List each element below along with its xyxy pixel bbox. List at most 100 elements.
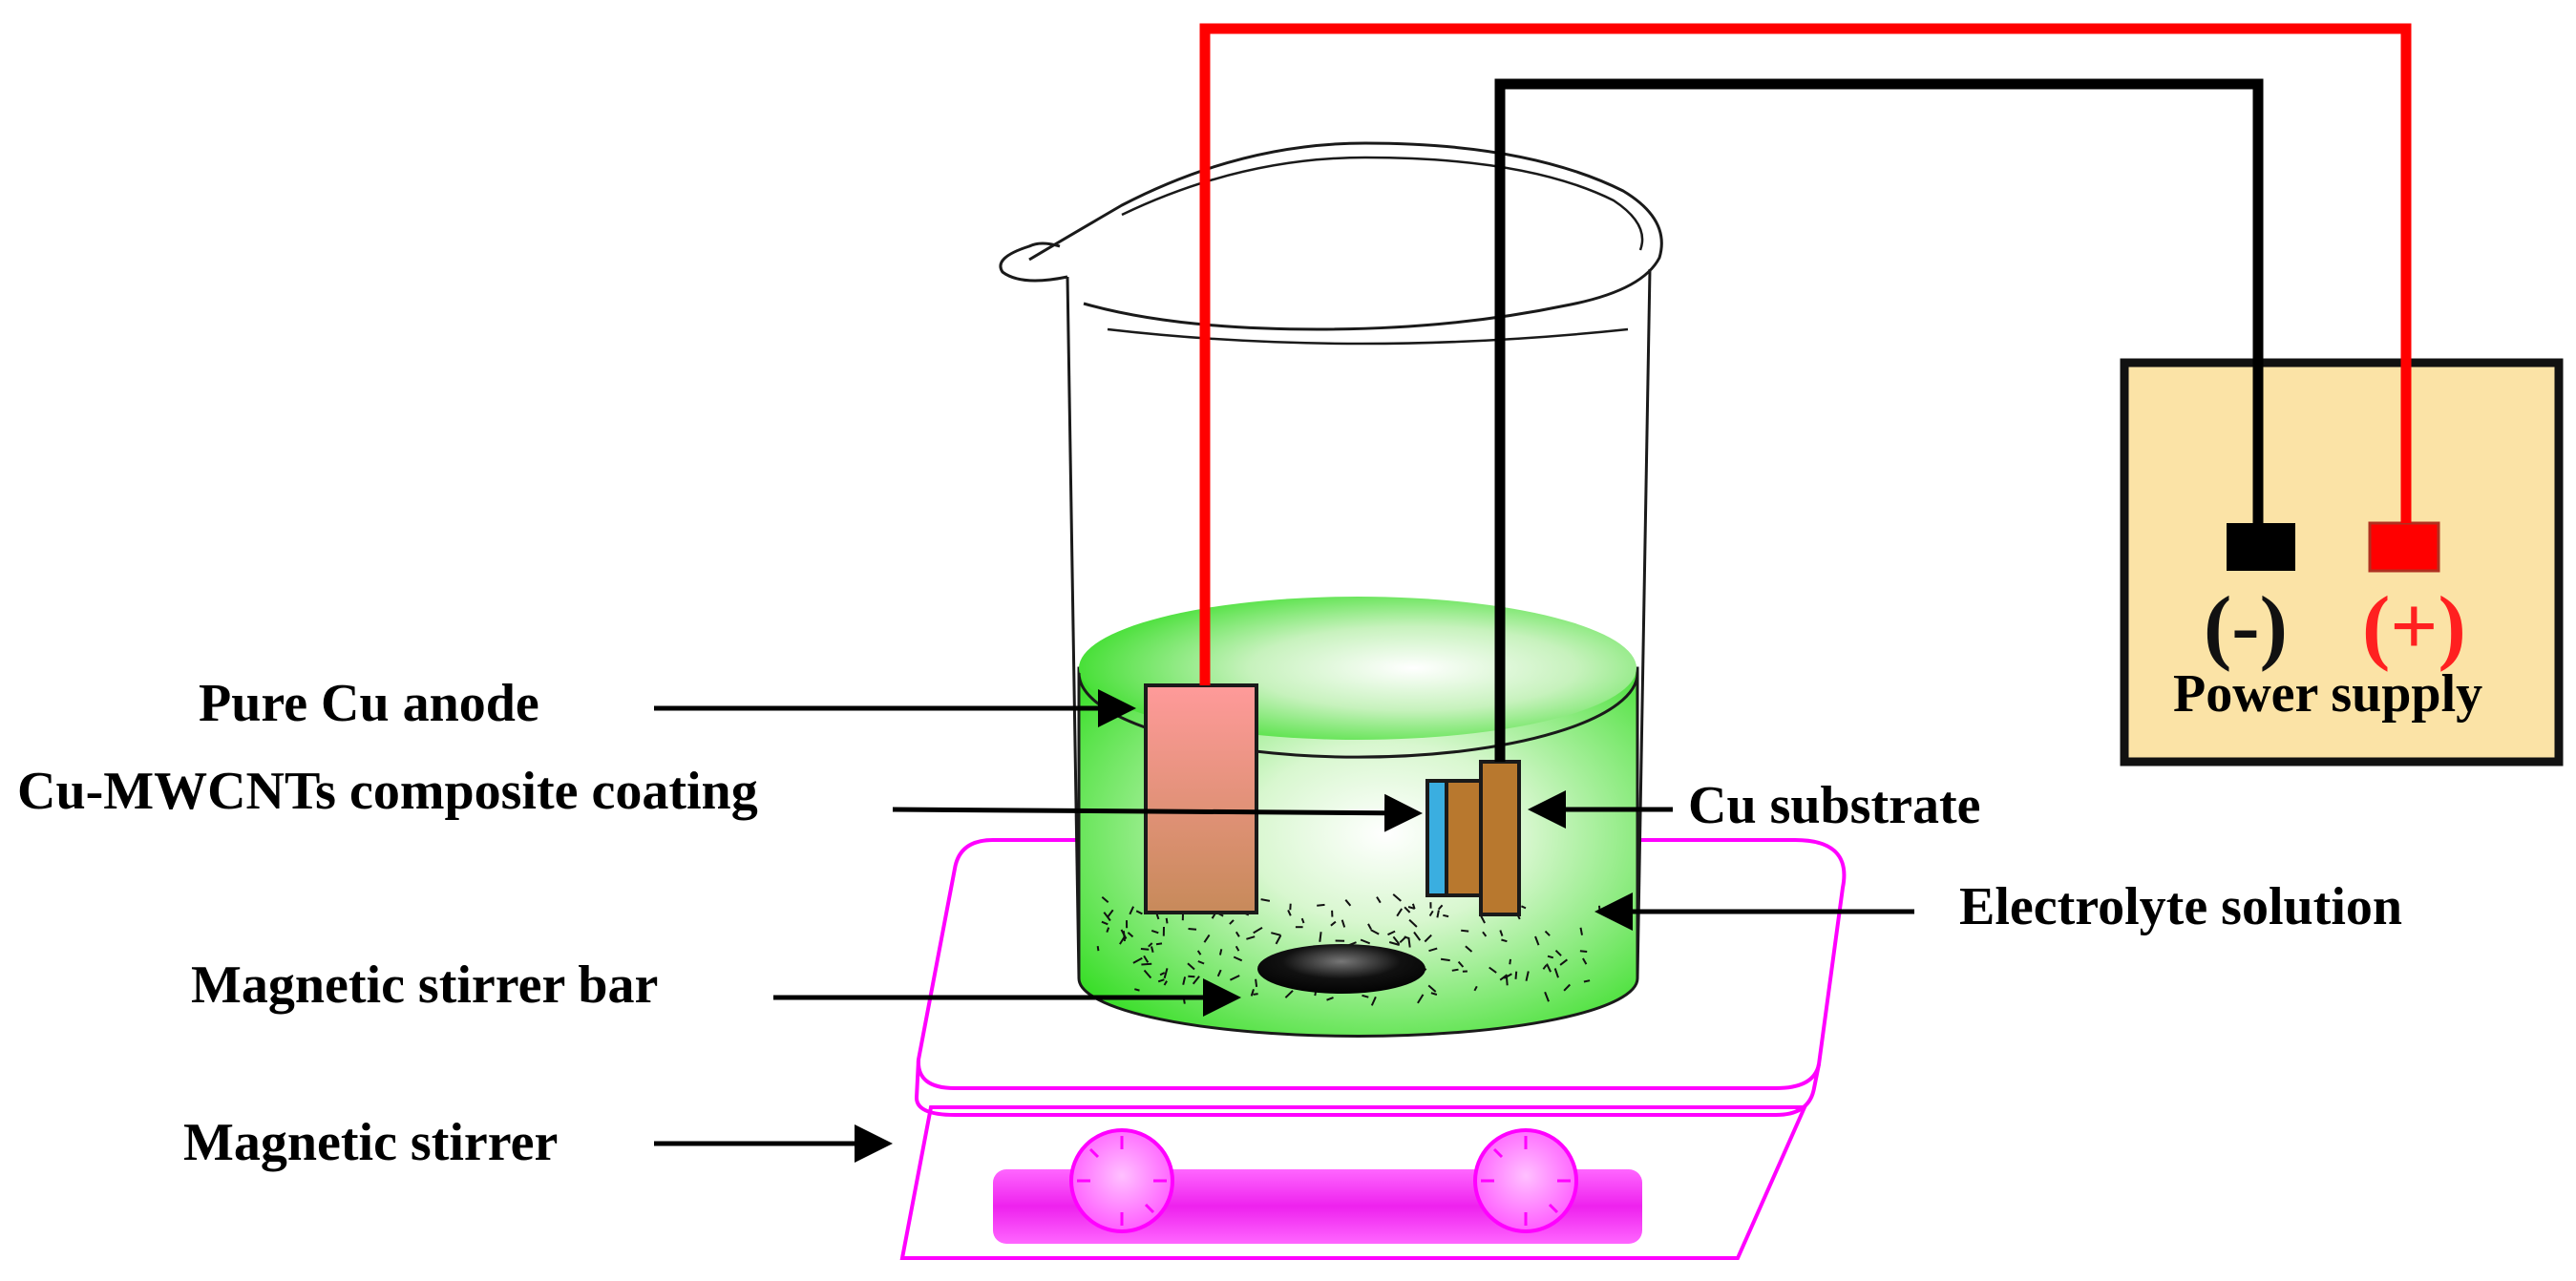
- mwcnt-particle: [1392, 893, 1402, 902]
- mwcnt-particle: [1341, 919, 1346, 928]
- mwcnt-particle: [1370, 929, 1380, 935]
- mwcnt-particle: [1159, 972, 1166, 976]
- label-magnetic-stirrer: Magnetic stirrer: [183, 1113, 558, 1172]
- mwcnt-particle: [1216, 969, 1222, 977]
- mwcnt-particle: [1187, 962, 1195, 971]
- mwcnt-particle: [1233, 956, 1243, 962]
- mwcnt-particle: [1417, 994, 1425, 1004]
- composite-coating-layer: [1425, 779, 1448, 897]
- mwcnt-particle: [1362, 994, 1369, 998]
- stirrer-knob-left: [1069, 1128, 1174, 1233]
- anode-wire: [1199, 23, 2412, 685]
- mwcnt-particle: [1197, 960, 1205, 965]
- mwcnt-particle: [1499, 974, 1509, 981]
- mwcnt-particle: [1143, 969, 1152, 979]
- mwcnt-particle: [1407, 906, 1415, 910]
- mwcnt-particle: [1188, 928, 1197, 931]
- mwcnt-particle: [1165, 917, 1169, 924]
- mwcnt-particle: [1579, 927, 1583, 935]
- label-positive-terminal: (+): [2362, 580, 2466, 673]
- mwcnt-particle: [1407, 937, 1411, 948]
- mwcnt-particle: [1408, 918, 1418, 928]
- mwcnt-particle: [1360, 938, 1371, 945]
- mwcnt-particle: [1182, 976, 1187, 985]
- mwcnt-particle: [1253, 926, 1263, 934]
- magnetic-stirrer-bar: [1257, 944, 1425, 994]
- mwcnt-particle: [1428, 910, 1434, 917]
- mwcnt-particle: [1489, 966, 1497, 974]
- arrow-coating: [892, 793, 1423, 832]
- mwcnt-particle: [1163, 980, 1168, 986]
- mwcnt-particle: [1287, 909, 1292, 916]
- mwcnt-particle: [1284, 990, 1294, 998]
- label-cu-substrate: Cu substrate: [1688, 776, 1980, 835]
- mwcnt-particle: [1554, 949, 1562, 956]
- mwcnt-particle: [1525, 971, 1530, 981]
- mwcnt-particle: [1376, 896, 1382, 904]
- mwcnt-particle: [1544, 930, 1551, 936]
- mwcnt-particle: [1370, 996, 1377, 1006]
- mwcnt-particle: [1451, 968, 1459, 972]
- label-power-supply: Power supply: [2173, 664, 2482, 724]
- mwcnt-particle: [1546, 963, 1552, 973]
- mwcnt-particle: [1387, 930, 1396, 936]
- mwcnt-particle: [1188, 975, 1195, 978]
- cathode-wire: [1494, 78, 2264, 762]
- cu-substrate: [1479, 760, 1521, 916]
- mwcnt-particle: [1465, 945, 1473, 953]
- mwcnt-particle: [1367, 923, 1372, 930]
- mwcnt-particle: [1127, 932, 1134, 938]
- mwcnt-particle: [1101, 896, 1109, 904]
- mwcnt-particle: [1132, 956, 1143, 964]
- mwcnt-particle: [1436, 910, 1440, 918]
- mwcnt-particle: [1424, 934, 1432, 943]
- label-pure-cu-anode: Pure Cu anode: [199, 674, 539, 733]
- mwcnt-particle: [1427, 984, 1437, 993]
- mwcnt-particle: [1330, 920, 1337, 927]
- beaker: [999, 141, 1663, 1038]
- mwcnt-particle: [1413, 931, 1422, 941]
- mwcnt-particle: [1155, 942, 1163, 946]
- mwcnt-particle: [1553, 968, 1559, 978]
- mwcnt-particle: [1479, 914, 1486, 924]
- pure-cu-anode: [1144, 683, 1258, 914]
- mwcnt-particle: [1503, 973, 1512, 979]
- mwcnt-particle: [1326, 997, 1334, 1001]
- mwcnt-particle: [1217, 987, 1220, 994]
- mwcnt-particle: [1103, 912, 1111, 922]
- mwcnt-particle: [1499, 930, 1504, 936]
- mwcnt-particle: [1388, 941, 1400, 946]
- negative-terminal: [2227, 523, 2295, 571]
- mwcnt-particle: [1107, 909, 1114, 918]
- mwcnt-particle: [1218, 949, 1223, 956]
- mwcnt-particle: [1250, 988, 1255, 997]
- mwcnt-particle: [1392, 935, 1401, 945]
- mwcnt-particle: [1534, 935, 1540, 946]
- mwcnt-particle: [1229, 919, 1235, 925]
- mwcnt-particle: [1482, 931, 1488, 937]
- mwcnt-particle: [1317, 903, 1325, 907]
- mwcnt-particle: [1134, 988, 1140, 992]
- mwcnt-particle: [1506, 977, 1509, 986]
- power-supply-box: [2120, 358, 2564, 766]
- mwcnt-particle: [1101, 920, 1109, 926]
- mwcnt-particle: [1203, 934, 1211, 943]
- mwcnt-particle: [1544, 991, 1550, 1002]
- mwcnt-particle: [1559, 958, 1569, 966]
- mwcnt-particle: [1235, 931, 1240, 937]
- mwcnt-particle: [1563, 983, 1572, 992]
- mwcnt-particle: [1300, 917, 1305, 924]
- mwcnt-particle: [1235, 945, 1240, 952]
- mwcnt-particle: [1151, 929, 1159, 934]
- mwcnt-particle: [1457, 960, 1465, 968]
- mwcnt-particle: [1151, 946, 1154, 953]
- mwcnt-particle: [1148, 942, 1153, 948]
- mwcnt-particle: [1582, 957, 1588, 965]
- mwcnt-particle: [1157, 978, 1165, 983]
- mwcnt-particle: [1520, 905, 1527, 910]
- mwcnt-particle: [1579, 950, 1588, 953]
- label-electrolyte-solution: Electrolyte solution: [1959, 877, 2402, 936]
- mwcnt-particle: [1443, 914, 1449, 918]
- positive-terminal: [2368, 521, 2440, 573]
